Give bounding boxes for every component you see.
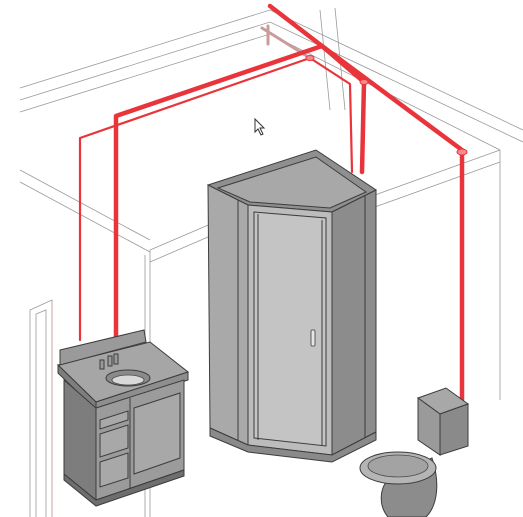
faucet[interactable]: [99, 353, 119, 370]
shower-door[interactable]: [253, 211, 327, 447]
toilet[interactable]: [359, 387, 470, 517]
sink[interactable]: [105, 369, 151, 387]
arrow-pointer-icon: [254, 117, 266, 136]
vanity-cabinet[interactable]: [57, 329, 190, 507]
vent-pipes: [78, 3, 468, 413]
door-handle[interactable]: [310, 329, 316, 347]
